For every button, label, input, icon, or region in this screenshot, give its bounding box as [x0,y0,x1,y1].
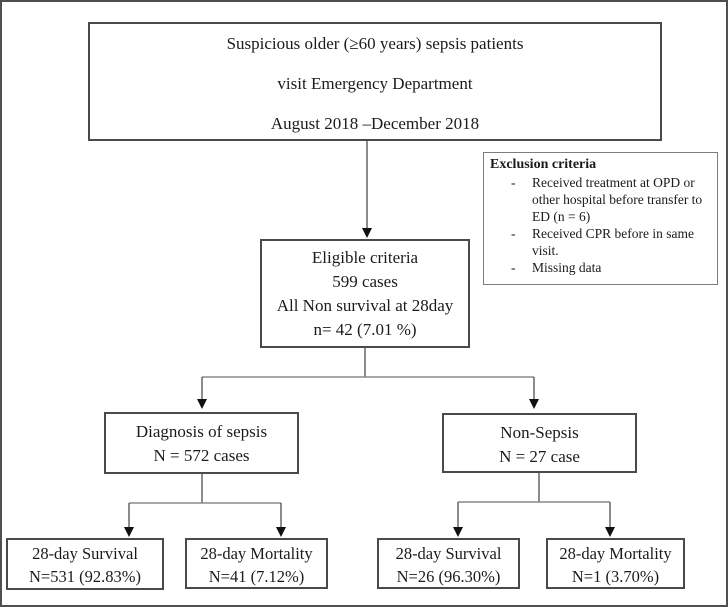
exclusion-title: Exclusion criteria [490,157,597,172]
connector-top-to-eligible [362,141,372,238]
sepsis-mortality-box: 28-day Mortality N=41 (7.12%) [185,538,328,589]
arrowhead-icon [362,228,372,238]
outcome-value: N=1 (3.70%) [571,567,660,586]
nonsepsis-box: Non-Sepsis N = 27 case [442,413,637,473]
outcome-value: N=531 (92.83%) [29,567,141,586]
outcome-value: N=26 (96.30%) [396,567,501,586]
sepsis-diagnosis-box: Diagnosis of sepsis N = 572 cases [104,412,299,474]
outcome-label: 28-day Mortality [559,544,672,563]
exclusion-item-dash: - [511,260,516,275]
population-line-2: visit Emergency Department [277,74,473,93]
exclusion-criteria-box: Exclusion criteria - Received treatment … [483,152,718,285]
arrowhead-icon [197,399,207,409]
connector-eligible-split [197,348,539,409]
exclusion-item-text: Received CPR before in same visit. [532,226,694,258]
outcome-label: 28-day Mortality [200,544,313,563]
eligible-line-1: Eligible criteria [311,248,419,267]
arrowhead-icon [276,527,286,537]
exclusion-item: - Missing data [511,259,712,276]
eligible-line-4: n= 42 (7.01 %) [313,320,417,339]
exclusion-item-dash: - [511,226,516,241]
nonsepsis-line-2: N = 27 case [499,447,580,466]
arrowhead-icon [124,527,134,537]
arrowhead-icon [605,527,615,537]
sepsis-survival-box: 28-day Survival N=531 (92.83%) [6,538,164,590]
eligible-line-2: 599 cases [332,272,398,291]
population-line-1: Suspicious older (≥60 years) sepsis pati… [226,34,524,53]
exclusion-item: - Received CPR before in same visit. [511,225,712,259]
nonsepsis-mortality-box: 28-day Mortality N=1 (3.70%) [546,538,685,589]
exclusion-item-text: Received treatment at OPD or other hospi… [532,175,703,224]
exclusion-item-text: Missing data [532,260,602,275]
arrowhead-icon [453,527,463,537]
nonsepsis-line-1: Non-Sepsis [500,423,579,442]
eligible-line-3: All Non survival at 28day [276,296,454,315]
arrowhead-icon [529,399,539,409]
outcome-value: N=41 (7.12%) [208,567,305,586]
connector-sepsis-split [124,474,286,537]
exclusion-item-dash: - [511,175,516,190]
sepsis-line-1: Diagnosis of sepsis [135,422,268,441]
nonsepsis-survival-box: 28-day Survival N=26 (96.30%) [377,538,520,589]
population-box: Suspicious older (≥60 years) sepsis pati… [88,22,662,141]
population-line-3: August 2018 –December 2018 [270,114,480,133]
eligible-criteria-box: Eligible criteria 599 cases All Non surv… [260,239,470,348]
outcome-label: 28-day Survival [32,544,138,563]
connector-nonsepsis-split [453,473,615,537]
sepsis-line-2: N = 572 cases [153,446,250,465]
outcome-label: 28-day Survival [395,544,502,563]
exclusion-item: - Received treatment at OPD or other hos… [511,174,712,225]
